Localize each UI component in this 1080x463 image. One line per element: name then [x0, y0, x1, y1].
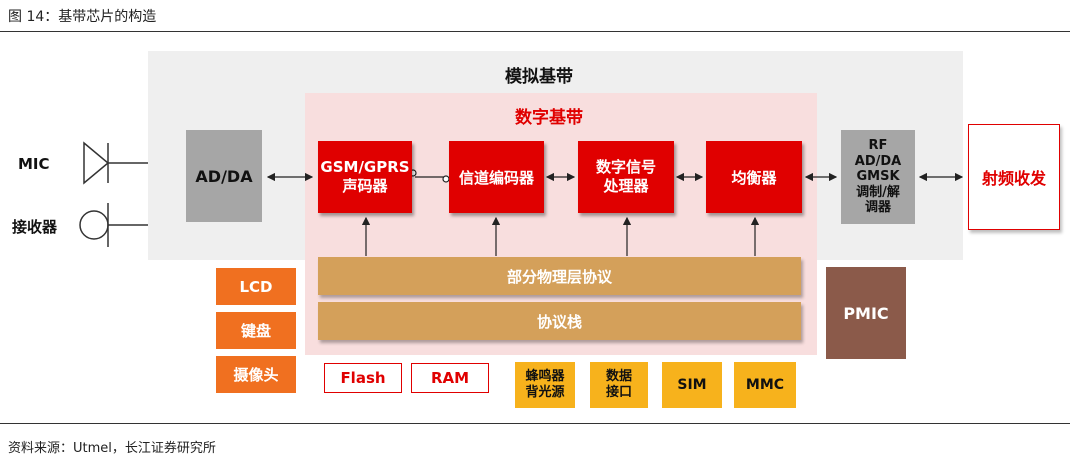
- ram-block: RAM: [411, 363, 489, 393]
- lcd-block: LCD: [216, 268, 296, 305]
- receiver-label: 接收器: [12, 218, 58, 236]
- top-rule: [0, 31, 1070, 32]
- sim-block: SIM: [662, 362, 722, 408]
- bottom-rule: [0, 423, 1070, 424]
- pmic-block: PMIC: [826, 267, 906, 359]
- dsp-block: 数字信号 处理器: [578, 141, 674, 213]
- digital-baseband-label: 数字基带: [515, 108, 583, 128]
- channel-encoder-block: 信道编码器: [449, 141, 544, 213]
- mic-icon: [83, 141, 148, 185]
- figure-title: 图 14：基带芯片的构造: [8, 9, 157, 25]
- analog-baseband-label: 模拟基带: [505, 67, 573, 87]
- keyboard-block: 键盘: [216, 312, 296, 349]
- receiver-icon: [79, 203, 148, 247]
- mic-label: MIC: [18, 155, 50, 173]
- buzzer-backlight-block: 蜂鸣器 背光源: [515, 362, 575, 408]
- rf-transceiver-block: 射频收发: [968, 124, 1060, 230]
- ad-da-block: AD/DA: [186, 130, 262, 222]
- data-port-block: 数据 接口: [590, 362, 648, 408]
- gsm-gprs-vocoder-block: GSM/GPRS 声码器: [318, 141, 412, 213]
- flash-block: Flash: [324, 363, 402, 393]
- equalizer-block: 均衡器: [706, 141, 802, 213]
- camera-block: 摄像头: [216, 356, 296, 393]
- physical-layer-protocol-bar: 部分物理层协议: [318, 257, 801, 295]
- rf-modulator-block: RF AD/DA GMSK 调制/解 调器: [841, 130, 915, 224]
- mmc-block: MMC: [734, 362, 796, 408]
- source-note: 资料来源：Utmel，长江证券研究所: [8, 441, 216, 456]
- protocol-stack-bar: 协议栈: [318, 302, 801, 340]
